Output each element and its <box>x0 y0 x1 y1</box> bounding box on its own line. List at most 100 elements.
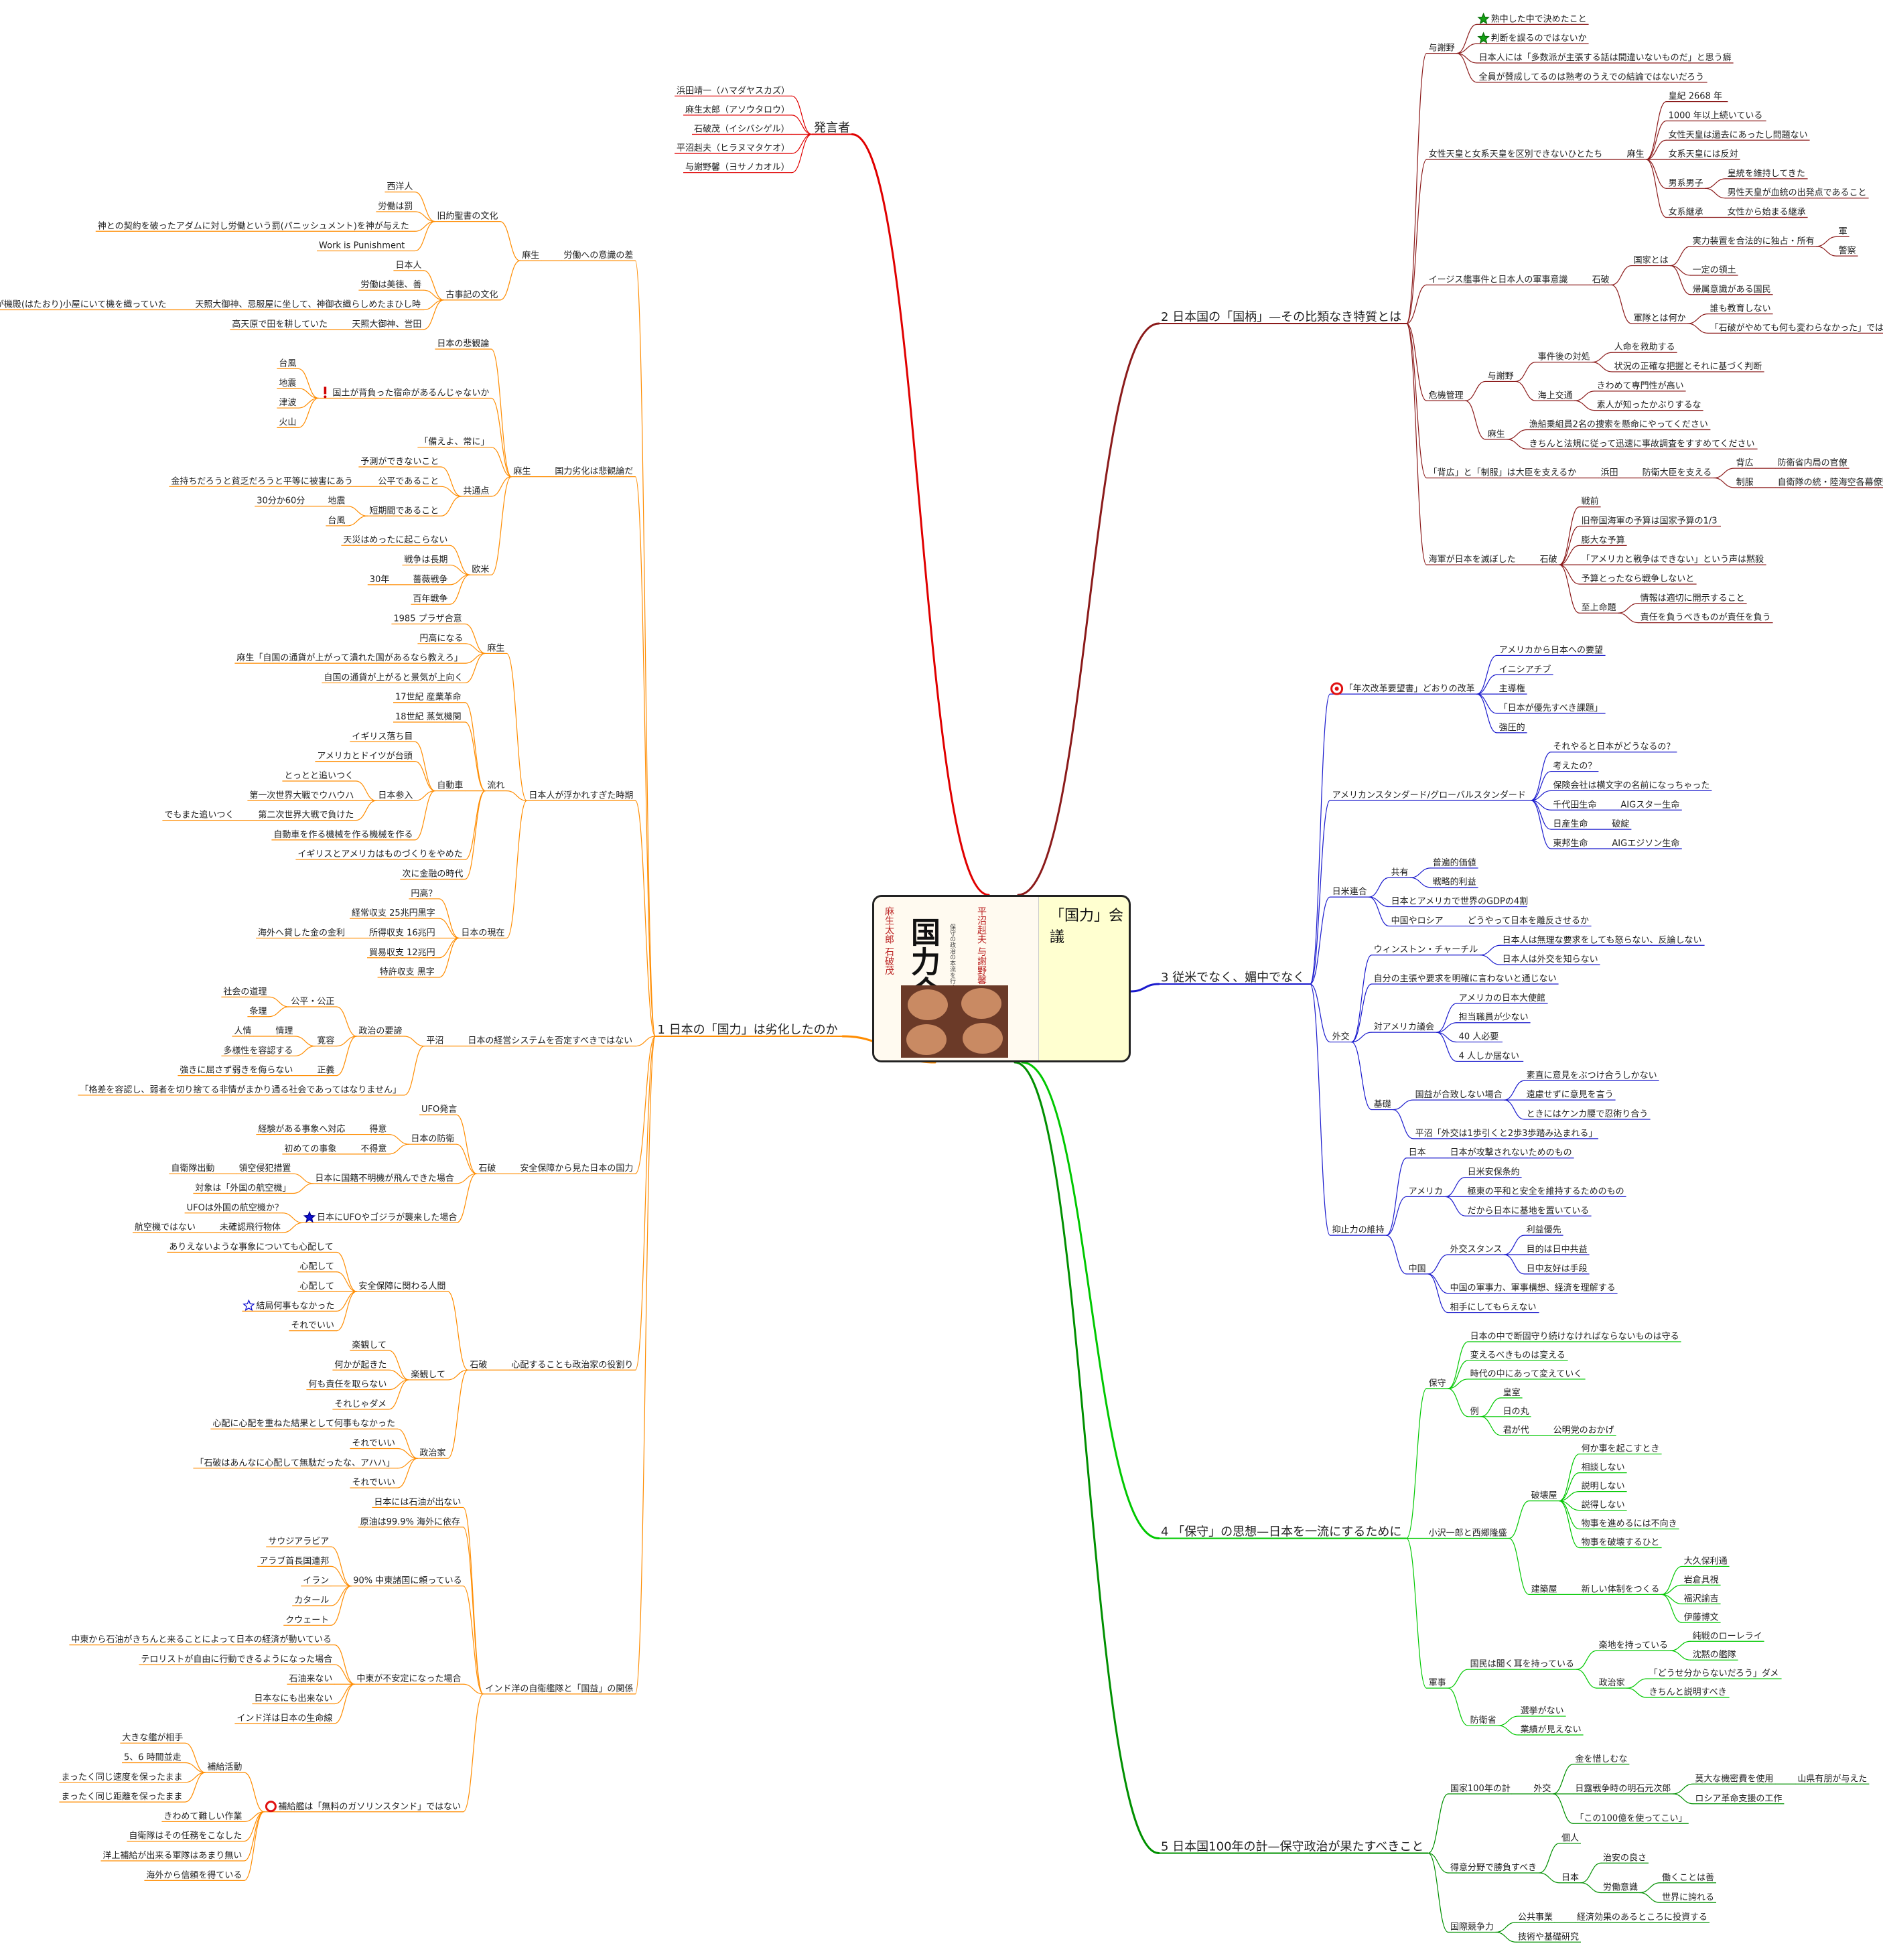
topic-label[interactable]: 結局何事もなかった <box>256 1300 334 1311</box>
topic-label[interactable]: 情報は適切に開示すること <box>1641 593 1745 604</box>
topic-label[interactable]: 目的は日中共益 <box>1527 1244 1588 1255</box>
topic-label[interactable]: 火山 <box>279 417 296 427</box>
topic-label[interactable]: アメリカ <box>1409 1186 1443 1196</box>
topic-label[interactable]: 軍事 <box>1429 1678 1446 1688</box>
topic-label[interactable]: 麻生 <box>522 251 539 261</box>
topic-label[interactable]: 働くことは善 <box>1662 1872 1714 1883</box>
topic-label[interactable]: 日産生命 <box>1553 819 1588 829</box>
topic-label[interactable]: きちんと説明すべき <box>1649 1687 1727 1697</box>
topic-label[interactable]: とっとと追いつく <box>284 770 354 781</box>
topic-label[interactable]: 個人 <box>1561 1833 1579 1843</box>
topic-label[interactable]: 日米連合 <box>1332 887 1367 897</box>
topic-label[interactable]: イギリスとアメリカはものづくりをやめた <box>297 849 462 859</box>
topic-label[interactable]: 日本人は無理な要求をしても怒らない、反論しない <box>1503 934 1702 945</box>
topic-label[interactable]: 平沼「外交は1歩引くと2歩3歩踏み込まれる」 <box>1415 1128 1598 1139</box>
topic-label[interactable]: 金持ちだろうと貧乏だろうと平等に被害にあう <box>171 476 352 486</box>
topic-label[interactable]: 女系天皇には反対 <box>1669 149 1738 159</box>
topic-label[interactable]: 与謝野 <box>1429 44 1455 54</box>
topic-label[interactable]: 経済効果のあるところに投資する <box>1577 1912 1707 1922</box>
topic-label[interactable]: 予算とったなら戦争しないと <box>1582 574 1695 584</box>
topic-label[interactable]: 抑止力の維持 <box>1332 1225 1385 1235</box>
topic-label[interactable]: 経常収支 25兆円黒字 <box>352 908 435 918</box>
topic-label[interactable]: 経験がある事象へ対応 <box>258 1125 345 1135</box>
topic-label[interactable]: 保険会社は横文字の名前になっちゃった <box>1553 780 1710 790</box>
topic-label[interactable]: 破壊屋 <box>1531 1491 1557 1501</box>
topic-label[interactable]: 人情 <box>234 1026 251 1036</box>
topic-label[interactable]: 物事を進めるには不向き <box>1582 1519 1677 1529</box>
topic-label[interactable]: 強きに屈さず弱きを侮らない <box>180 1066 293 1076</box>
topic-label[interactable]: 戦前 <box>1582 496 1599 507</box>
topic-label[interactable]: 心配することも政治家の役割り <box>511 1359 633 1370</box>
topic-label[interactable]: 心配して <box>299 1281 334 1291</box>
topic-label[interactable]: 「背広」と「制服」は大臣を支えるか <box>1429 468 1577 478</box>
topic-label[interactable]: 小沢一郎と西郷隆盛 <box>1429 1529 1507 1539</box>
topic-label[interactable]: 旧約聖書の文化 <box>437 212 498 222</box>
topic-label[interactable]: 例 <box>1470 1407 1479 1417</box>
topic-label[interactable]: 国家100年の計 <box>1450 1783 1511 1794</box>
topic-label[interactable]: それやると日本がどうなるの？ <box>1553 742 1675 752</box>
topic-label[interactable]: 日本参入 <box>378 790 413 800</box>
topic-label[interactable]: 寛容 <box>317 1036 334 1046</box>
topic-label[interactable]: 地震 <box>279 378 296 389</box>
topic-label[interactable]: 日本が攻撃されないためのもの <box>1450 1147 1572 1158</box>
topic-label[interactable]: 「どうせ分からないだろう」ダメ <box>1649 1669 1779 1679</box>
topic-label[interactable]: 皇統を維持してきた <box>1728 169 1805 179</box>
topic-label[interactable]: 石破 <box>478 1164 496 1174</box>
topic-label[interactable]: だから日本に基地を置いている <box>1468 1206 1590 1216</box>
topic-label[interactable]: アメリカから日本への要望 <box>1499 644 1603 655</box>
topic-label[interactable]: イニシアチブ <box>1499 664 1551 675</box>
topic-label[interactable]: 業績が見えない <box>1521 1724 1582 1735</box>
topic-label[interactable]: 千代田生命 <box>1553 799 1596 810</box>
topic-label[interactable]: インド洋は日本の生命線 <box>236 1713 332 1724</box>
topic-label[interactable]: 「石破がやめても何も変わらなかった」ではダメ <box>1710 322 1883 333</box>
topic-label[interactable]: 麻生 <box>513 467 531 477</box>
topic-label[interactable]: 神との契約を破ったアダムに対し労働という罰(パニッシュメント)を神が与えた <box>98 221 409 231</box>
topic-label[interactable]: 所得収支 16兆円 <box>369 927 435 938</box>
topic-label[interactable]: 男性天皇が血統の出発点であること <box>1728 188 1867 198</box>
topic-label[interactable]: 日本人が浮かれすぎた時期 <box>529 790 633 800</box>
topic-label[interactable]: 中国 <box>1409 1264 1426 1274</box>
topic-label[interactable]: 利益優先 <box>1527 1225 1561 1235</box>
topic-label[interactable]: 海軍が日本を滅ぼした <box>1429 555 1516 565</box>
topic-label[interactable]: 心配して <box>299 1262 334 1272</box>
topic-label[interactable]: 多様性を容認する <box>223 1045 293 1056</box>
topic-label[interactable]: まったく同じ速度を保ったまま <box>61 1772 182 1782</box>
topic-label[interactable]: 何か事を起こすとき <box>1582 1444 1660 1454</box>
topic-label[interactable]: アメリカとドイツが台頭 <box>317 752 412 762</box>
topic-label[interactable]: AIGエジソン生命 <box>1612 838 1679 849</box>
topic-label[interactable]: 岩倉具視 <box>1684 1575 1719 1585</box>
topic-label[interactable]: 責任を負うべきものが責任を負う <box>1641 613 1771 623</box>
topic-label[interactable]: 制服 <box>1736 478 1754 488</box>
topic-label[interactable]: 熟中した中で決めたこと <box>1491 13 1587 24</box>
topic-label[interactable]: それでいい <box>352 1478 395 1488</box>
topic-label[interactable]: 国土が背負った宿命があるんじゃないか <box>332 387 489 398</box>
topic-label[interactable]: 危機管理 <box>1429 391 1464 401</box>
topic-label[interactable]: 相談しない <box>1582 1462 1625 1473</box>
topic-label[interactable]: 天照大御神、忌服屋に坐して、神御衣織らしめたまひし時 <box>195 299 421 310</box>
topic-label[interactable]: 日本の悲観論 <box>437 338 489 349</box>
topic-label[interactable]: 30分か60分 <box>257 496 305 506</box>
topic-label[interactable]: 浜田靖一（ハマダヤスカズ） <box>677 85 790 96</box>
topic-label[interactable]: 安全保障から見た日本の国力 <box>520 1163 633 1174</box>
topic-label[interactable]: 極東の平和と安全を維持するためのもの <box>1468 1186 1624 1196</box>
topic-label[interactable]: 至上命題 <box>1582 602 1616 613</box>
topic-label[interactable]: 日本の中で断固守り続けなければならないものは守る <box>1470 1332 1679 1342</box>
topic-label[interactable]: それでいい <box>291 1321 334 1331</box>
topic-label[interactable]: 防衛省内局の官僚 <box>1778 458 1847 468</box>
topic-label[interactable]: カタール <box>294 1596 329 1606</box>
topic-label[interactable]: 大きな艦が相手 <box>122 1733 183 1743</box>
topic-label[interactable]: ときにはケンカ腰で忍術り合う <box>1527 1109 1649 1119</box>
topic-label[interactable]: 破綻 <box>1612 819 1629 829</box>
topic-label[interactable]: 自衛隊の統・陸海空各幕僚監部 <box>1778 477 1883 488</box>
topic-label[interactable]: 防衛省 <box>1470 1715 1496 1726</box>
topic-label[interactable]: イギリス落ち目 <box>352 731 413 742</box>
topic-label[interactable]: それでいい <box>352 1439 395 1449</box>
topic-label[interactable]: 原油は99.9% 海外に依存 <box>360 1517 460 1527</box>
topic-label[interactable]: イージス艦事件と日本人の軍事意識 <box>1429 274 1568 285</box>
topic-label[interactable]: 社会の道理 <box>223 986 267 997</box>
topic-label[interactable]: 男系男子 <box>1669 178 1703 188</box>
topic-label[interactable]: 金を惜しむな <box>1575 1754 1627 1764</box>
topic-label[interactable]: 大久保利通 <box>1684 1556 1728 1566</box>
topic-label[interactable]: それじゃダメ <box>334 1399 387 1409</box>
topic-label[interactable]: 中東から石油がきちんと来ることによって日本の経済が動いている <box>71 1634 332 1645</box>
